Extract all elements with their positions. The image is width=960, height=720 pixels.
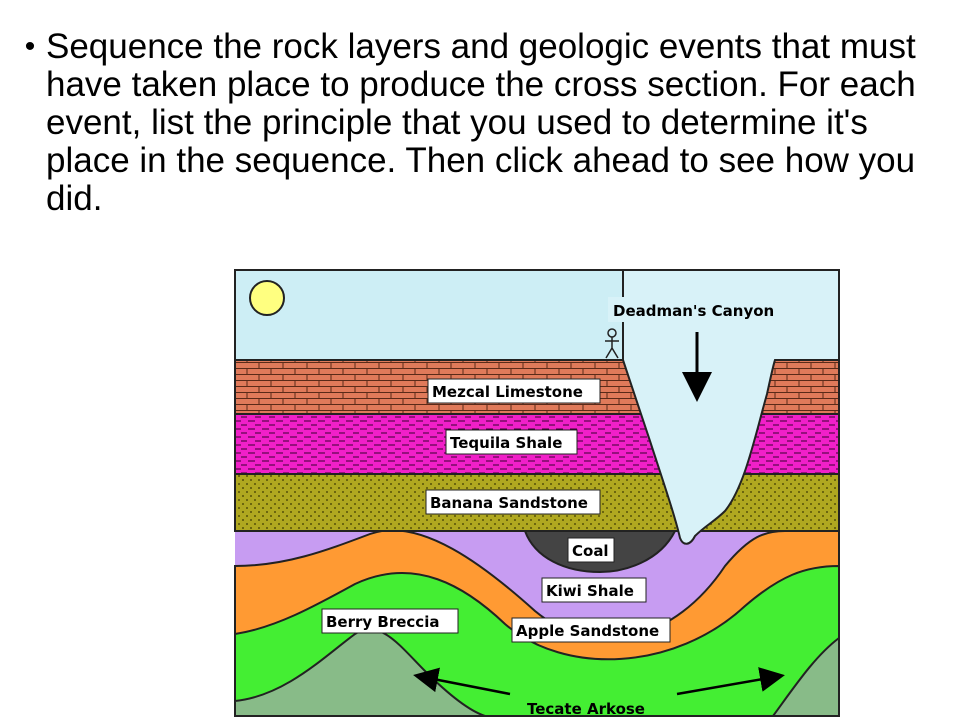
apple-label: Apple Sandstone [516, 622, 659, 640]
cross-section-diagram: Deadman's Canyon Mezcal Limestone Tequil… [234, 269, 840, 718]
deadmans-canyon [622, 269, 840, 545]
tecate-arrow-left [413, 667, 511, 696]
berry-label: Berry Breccia [326, 613, 439, 631]
canyon-label-box [608, 297, 792, 322]
coal-label-box [567, 537, 615, 563]
tequila-label-box [445, 429, 578, 455]
stick-figure-icon [605, 328, 619, 359]
mezcal-label-box [427, 378, 601, 404]
banana-label: Banana Sandstone [430, 494, 588, 512]
berry-label-box [321, 608, 459, 634]
apple-label-box [511, 617, 671, 643]
prompt-text: Sequence the rock layers and geologic ev… [46, 27, 916, 218]
slide-text-block: • Sequence the rock layers and geologic … [14, 28, 934, 218]
tecate-arrow-right [676, 667, 785, 696]
kiwi-label: Kiwi Shale [546, 582, 634, 600]
mezcal-label: Mezcal Limestone [432, 383, 583, 401]
tecate-arkose-right [771, 635, 840, 717]
canyon-label: Deadman's Canyon [613, 302, 774, 320]
coal-label: Coal [572, 542, 609, 560]
banana-label-box [425, 489, 601, 515]
bullet-icon: • [24, 30, 36, 63]
tequila-label: Tequila Shale [450, 434, 562, 452]
kiwi-label-box [541, 577, 647, 603]
tecate-label: Tecate Arkose [527, 700, 645, 718]
sun-icon [249, 280, 285, 316]
